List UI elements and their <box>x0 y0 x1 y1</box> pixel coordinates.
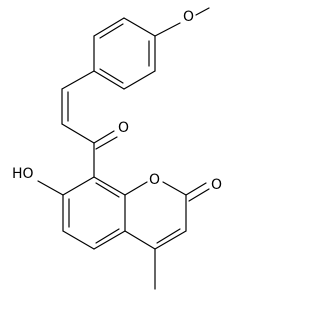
lactone-oxygen-label: O <box>211 177 222 193</box>
bond-c4-c4a <box>124 230 156 250</box>
molecule-structure: O O HO O O <box>12 7 222 290</box>
bond-methyl-oxygen <box>195 7 210 16</box>
bond-ketone-double-a <box>93 130 115 144</box>
hydroxyl-label: HO <box>12 166 34 182</box>
bond-benzo-c6-c5 <box>62 230 95 250</box>
bond-ketone-double-b <box>95 136 118 150</box>
bond-benzene-5 <box>123 70 156 90</box>
bond-benzene-4 <box>93 70 125 90</box>
ketone-oxygen-label: O <box>118 120 129 136</box>
bond-benzene-2 <box>93 17 125 37</box>
bond-benzene-inner-c <box>99 68 124 84</box>
bond-c3-c4-inner <box>156 228 181 244</box>
bond-oxygen-aryl <box>154 22 181 37</box>
bond-benzene-inner-b <box>99 23 124 39</box>
bond-c8a-ring-oxygen <box>124 181 148 196</box>
bond-ring-oxygen-c2 <box>162 181 187 196</box>
bond-lactone-double-b <box>188 188 210 202</box>
bond-benzo-c5-c4a <box>93 230 126 250</box>
methoxy-oxygen-label: O <box>183 9 194 25</box>
molecule-canvas: O O HO O O <box>12 7 223 290</box>
bond-benzene-1 <box>123 17 156 37</box>
bond-vinyl-carbonyl <box>61 123 95 144</box>
bond-lactone-double-a <box>185 182 207 196</box>
ring-oxygen-label: O <box>149 172 160 188</box>
bond-aryl-vinyl <box>61 70 95 90</box>
bond-benzo-c8a-c8 <box>93 176 126 196</box>
bond-benzo-inner-c <box>95 182 120 198</box>
bond-benzo-inner-b <box>95 228 120 244</box>
bond-benzo-c8-c7 <box>62 176 95 196</box>
bond-c7-hydroxyl <box>37 180 64 196</box>
bond-c3-c4 <box>154 230 187 250</box>
